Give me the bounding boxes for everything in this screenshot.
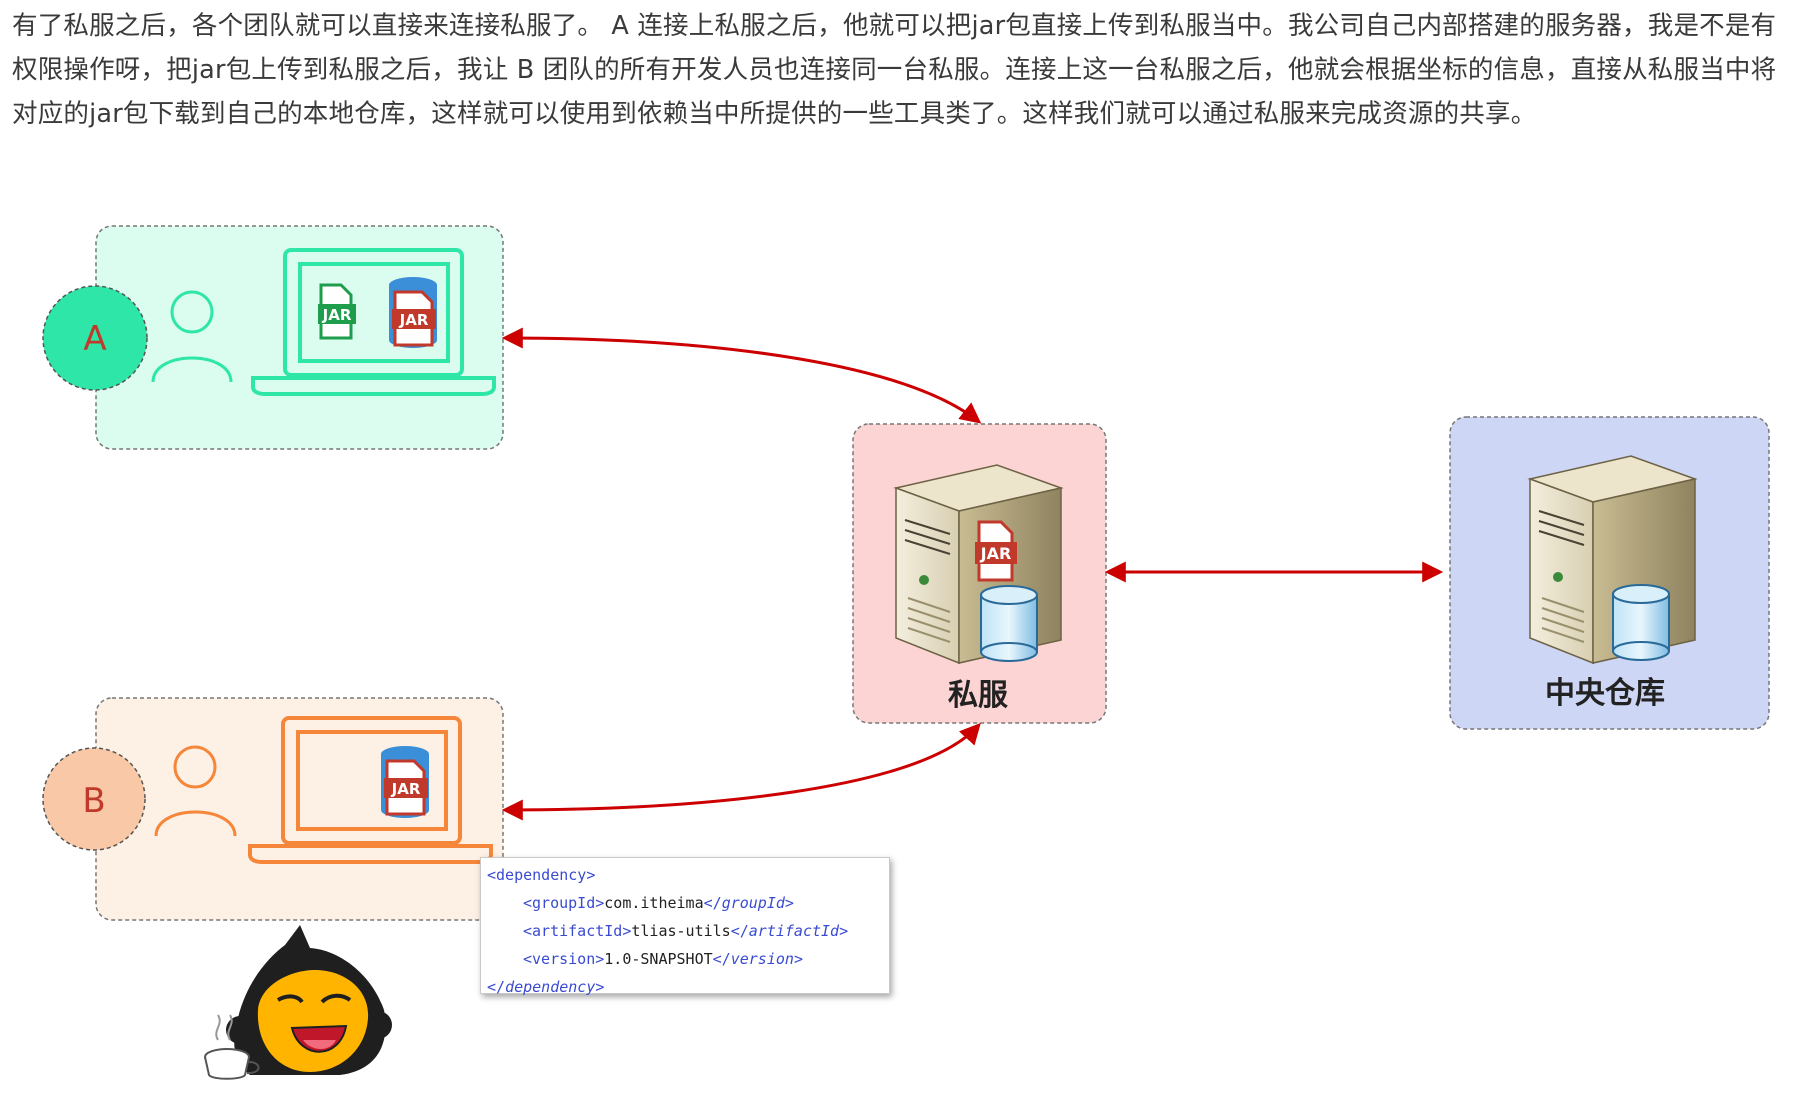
laptop-icon <box>248 716 493 864</box>
database-icon <box>1612 584 1670 661</box>
jar-database-icon: JAR <box>381 746 429 818</box>
user-icon <box>151 290 233 383</box>
intro-paragraph: 有了私服之后，各个团队就可以直接来连接私服了。 A 连接上私服之后，他就可以把j… <box>12 11 1777 129</box>
database-icon <box>980 585 1038 662</box>
jar-database-icon: JAR <box>389 277 437 348</box>
svg-text:JAR: JAR <box>399 311 429 329</box>
team-b-badge-circle <box>42 747 146 851</box>
mascot-monkey-icon <box>204 925 392 1080</box>
code-line-groupid: <groupId>com.itheima</groupId> <box>523 894 794 912</box>
team-a-badge-label: A <box>83 319 106 359</box>
code-line-artifactid: <artifactId>tlias-utils</artifactId> <box>523 922 849 940</box>
private-server-label: 私服 <box>948 678 1009 713</box>
central-repo-group: 中央仓库 <box>1449 416 1770 730</box>
private-server-group: JAR 私服 <box>852 423 1107 724</box>
code-line-open: <dependency> <box>487 866 596 884</box>
team-a-badge-circle <box>42 285 148 391</box>
central-repo-label: 中央仓库 <box>1545 676 1665 711</box>
svg-text:JAR: JAR <box>391 780 421 798</box>
connector-a-private <box>501 327 982 424</box>
code-line-close: </dependency> <box>487 978 605 996</box>
jar-file-icon: JAR <box>975 520 1017 582</box>
laptop-icon <box>251 248 496 396</box>
team-b-badge-label: B <box>82 781 105 821</box>
jar-file-icon: JAR <box>318 283 356 340</box>
connector-b-private <box>501 722 981 821</box>
team-a-group: A JAR JAR <box>42 225 504 450</box>
team-b-group: B JAR <box>42 697 504 921</box>
user-icon <box>154 745 237 837</box>
dependency-code-snippet: <dependency> <groupId>com.itheima</group… <box>480 857 890 996</box>
code-line-version: <version>1.0-SNAPSHOT</version> <box>523 950 803 968</box>
svg-text:JAR: JAR <box>322 306 352 324</box>
svg-text:JAR: JAR <box>980 544 1012 563</box>
